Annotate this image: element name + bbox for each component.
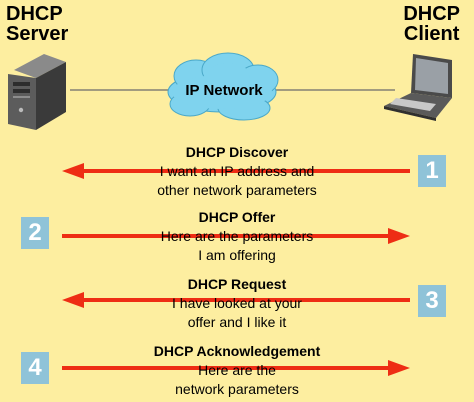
step-3-text: DHCP Request I have looked at your offer… (0, 275, 474, 332)
step-4-line2: network parameters (175, 381, 299, 397)
step-4-line1: Here are the (198, 362, 276, 378)
server-title-line1: DHCP (6, 3, 63, 25)
arrows-group (62, 163, 410, 376)
step-4-arrow-head (388, 360, 410, 376)
step-2-arrow-head (388, 228, 410, 244)
laptop-icon (384, 54, 452, 121)
step-1-line1: I want an IP address and (159, 163, 315, 179)
step-3-line1: I have looked at your (172, 295, 302, 311)
step-4-text: DHCP Acknowledgement Here are the networ… (0, 342, 474, 399)
server-title: DHCP Server (6, 4, 68, 44)
step-2-line2: I am offering (198, 247, 276, 263)
server-icon (8, 54, 66, 130)
step-3-line2: offer and I like it (187, 314, 287, 330)
step-3-badge: 3 (418, 285, 446, 317)
step-4-title: DHCP Acknowledgement (153, 343, 321, 359)
step-1-badge: 1 (418, 155, 446, 187)
client-title-line2: Client (403, 23, 460, 45)
step-3-arrow-head (62, 292, 84, 308)
step-2-title: DHCP Offer (198, 209, 276, 225)
step-1-title: DHCP Discover (185, 144, 289, 160)
step-1-line2: other network parameters (157, 182, 317, 198)
step-1-arrow-head (62, 163, 84, 179)
step-1-text: DHCP Discover I want an IP address and o… (0, 143, 474, 200)
client-title: DHCP Client (403, 4, 460, 44)
step-2-badge: 2 (21, 217, 49, 249)
server-title-line2: Server (6, 23, 69, 45)
client-title-line1: DHCP (403, 3, 460, 25)
step-3-title: DHCP Request (187, 276, 287, 292)
network-label: IP Network (185, 82, 263, 99)
step-4-badge: 4 (21, 352, 49, 384)
step-2-text: DHCP Offer Here are the parameters I am … (0, 208, 474, 265)
cloud-icon (167, 52, 279, 121)
step-2-line1: Here are the parameters (160, 228, 314, 244)
